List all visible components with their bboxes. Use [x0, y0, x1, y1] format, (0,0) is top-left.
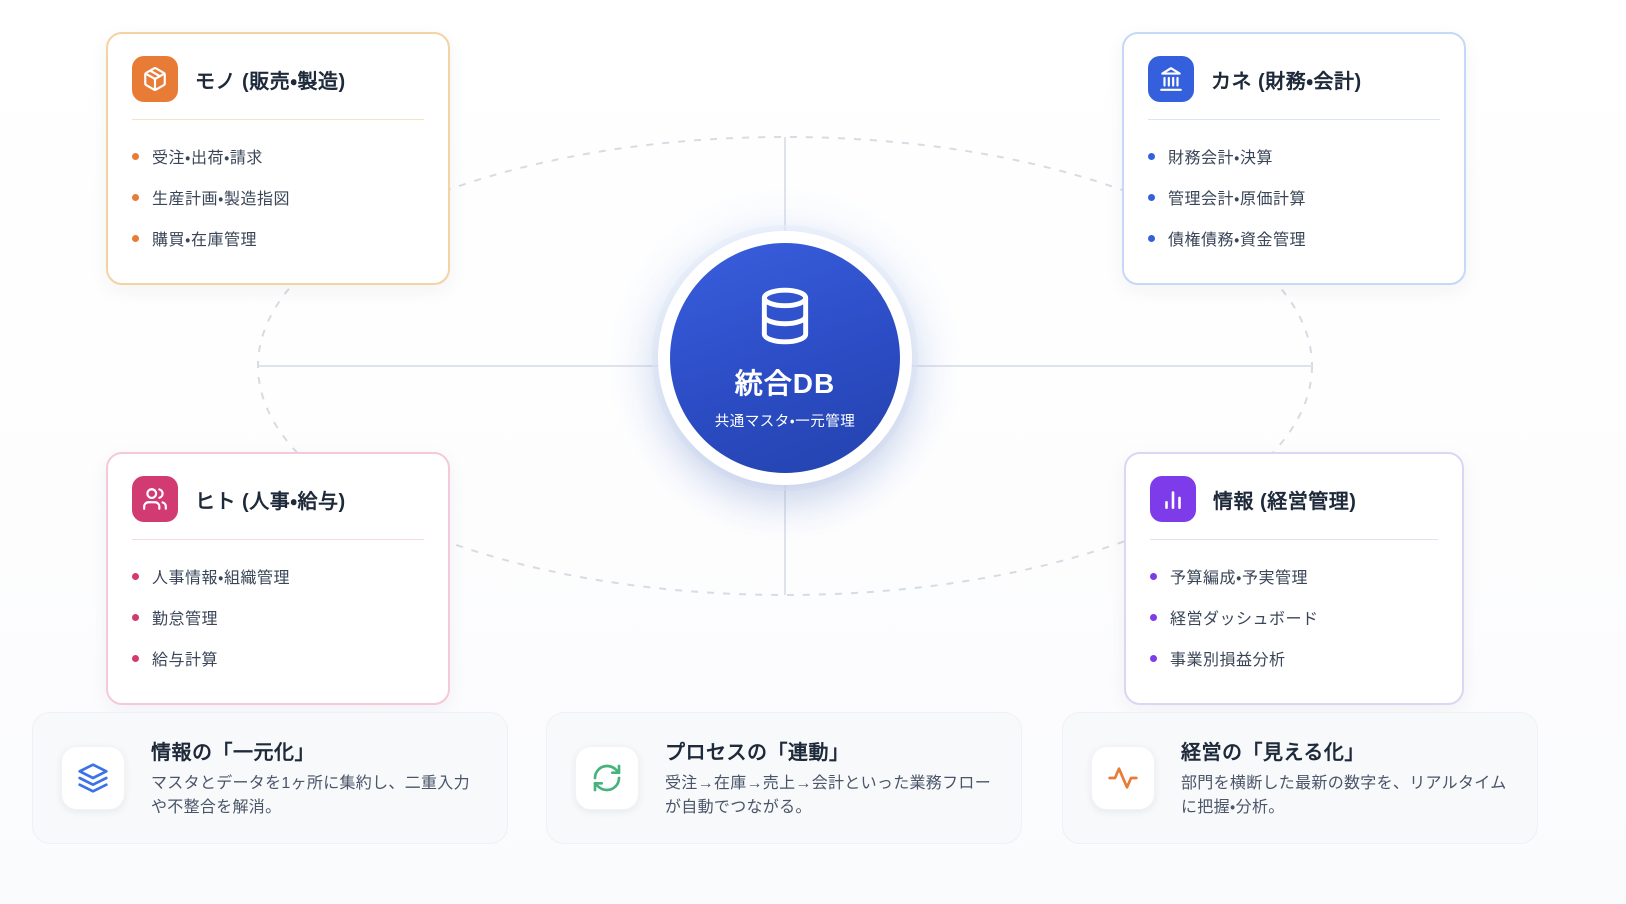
list-item: 債権債務・資金管理 — [1148, 218, 1440, 259]
bullet-dot — [132, 193, 139, 201]
hub-subtitle: 共通マスタ・一元管理 — [714, 414, 856, 430]
activity-icon — [1091, 746, 1155, 810]
divider — [132, 119, 424, 120]
feature-description: 受注→在庫→売上→会計といった業務フローが自動でつながる。 — [665, 775, 992, 816]
users-icon — [132, 476, 178, 522]
card-header: 情報 (経営管理) — [1150, 476, 1438, 522]
bullet-dot — [1148, 193, 1155, 201]
bullet-dot — [1148, 234, 1155, 242]
card-item-list: 受注・出荷・請求 生産計画・製造指図 購買・在庫管理 — [132, 136, 424, 259]
database-icon — [754, 285, 816, 352]
list-item-label: 人事情報・組織管理 — [152, 570, 290, 587]
bullet-dot — [132, 572, 139, 580]
list-item: 人事情報・組織管理 — [132, 556, 424, 597]
list-item-label: 購買・在庫管理 — [152, 232, 257, 249]
package-icon — [132, 56, 178, 102]
list-item-label: 経営ダッシュボード — [1170, 611, 1319, 628]
feature-title: 情報の「一元化」 — [151, 742, 315, 764]
bullet-dot — [1148, 152, 1155, 160]
list-item-label: 生産計画・製造指図 — [152, 191, 290, 208]
feature-description: 部門を横断した最新の数字を、リアルタイムに把握・分析。 — [1181, 775, 1507, 816]
divider — [1150, 539, 1438, 540]
bullet-dot — [132, 613, 139, 621]
feature-card-unification: 情報の「一元化」 マスタとデータを1ヶ所に集約し、二重入力や不整合を解消。 — [32, 712, 508, 844]
feature-description: マスタとデータを1ヶ所に集約し、二重入力や不整合を解消。 — [151, 775, 470, 816]
bullet-dot — [132, 152, 139, 160]
card-item-list: 人事情報・組織管理 勤怠管理 給与計算 — [132, 556, 424, 679]
list-item-label: 受注・出荷・請求 — [152, 150, 263, 167]
list-item: 生産計画・製造指図 — [132, 177, 424, 218]
card-header: モノ (販売・製造) — [132, 56, 424, 102]
quadrant-card-hito: ヒト (人事・給与) 人事情報・組織管理 勤怠管理 給与計算 — [106, 452, 450, 705]
list-item: 管理会計・原価計算 — [1148, 177, 1440, 218]
refresh-icon — [575, 746, 639, 810]
list-item-label: 債権債務・資金管理 — [1168, 232, 1306, 249]
list-item-label: 財務会計・決算 — [1168, 150, 1273, 167]
quadrant-card-mono: モノ (販売・製造) 受注・出荷・請求 生産計画・製造指図 購買・在庫管理 — [106, 32, 450, 285]
bullet-dot — [1150, 572, 1157, 580]
card-title: 情報 (経営管理) — [1213, 490, 1357, 513]
list-item: 事業別損益分析 — [1150, 638, 1438, 679]
divider — [132, 539, 424, 540]
card-title: カネ (財務・会計) — [1211, 70, 1362, 93]
bullet-dot — [132, 234, 139, 242]
feature-card-visualization: 経営の「見える化」 部門を横断した最新の数字を、リアルタイムに把握・分析。 — [1062, 712, 1538, 844]
bullet-dot — [1150, 654, 1157, 662]
bar-chart-icon — [1150, 476, 1196, 522]
feature-text: プロセスの「連動」 受注→在庫→売上→会計といった業務フローが自動でつながる。 — [665, 736, 993, 820]
card-item-list: 予算編成・予実管理 経営ダッシュボード 事業別損益分析 — [1150, 556, 1438, 679]
quadrant-card-kane: カネ (財務・会計) 財務会計・決算 管理会計・原価計算 債権債務・資金管理 — [1122, 32, 1466, 285]
list-item: 受注・出荷・請求 — [132, 136, 424, 177]
divider — [1148, 119, 1440, 120]
list-item: 財務会計・決算 — [1148, 136, 1440, 177]
card-item-list: 財務会計・決算 管理会計・原価計算 債権債務・資金管理 — [1148, 136, 1440, 259]
feature-title: 経営の「見える化」 — [1181, 742, 1365, 764]
feature-title: プロセスの「連動」 — [665, 742, 850, 764]
list-item-label: 事業別損益分析 — [1170, 652, 1286, 669]
feature-text: 情報の「一元化」 マスタとデータを1ヶ所に集約し、二重入力や不整合を解消。 — [151, 736, 479, 820]
bullet-dot — [1150, 613, 1157, 621]
feature-text: 経営の「見える化」 部門を横断した最新の数字を、リアルタイムに把握・分析。 — [1181, 736, 1509, 820]
list-item-label: 勤怠管理 — [152, 611, 219, 628]
card-title: ヒト (人事・給与) — [195, 490, 346, 513]
card-title: モノ (販売・製造) — [195, 70, 346, 93]
list-item: 経営ダッシュボード — [1150, 597, 1438, 638]
list-item: 給与計算 — [132, 638, 424, 679]
landmark-icon — [1148, 56, 1194, 102]
bullet-dot — [132, 654, 139, 662]
card-header: ヒト (人事・給与) — [132, 476, 424, 522]
layers-icon — [61, 746, 125, 810]
central-db-hub: 統合DB 共通マスタ・一元管理 — [658, 231, 912, 485]
list-item: 購買・在庫管理 — [132, 218, 424, 259]
quadrant-card-joho: 情報 (経営管理) 予算編成・予実管理 経営ダッシュボード 事業別損益分析 — [1124, 452, 1464, 705]
list-item: 予算編成・予実管理 — [1150, 556, 1438, 597]
list-item-label: 給与計算 — [152, 652, 219, 669]
feature-card-linkage: プロセスの「連動」 受注→在庫→売上→会計といった業務フローが自動でつながる。 — [546, 712, 1022, 844]
list-item-label: 予算編成・予実管理 — [1170, 570, 1308, 587]
central-db-circle: 統合DB 共通マスタ・一元管理 — [670, 243, 900, 473]
card-header: カネ (財務・会計) — [1148, 56, 1440, 102]
list-item: 勤怠管理 — [132, 597, 424, 638]
hub-title: 統合DB — [734, 368, 836, 399]
list-item-label: 管理会計・原価計算 — [1168, 191, 1306, 208]
